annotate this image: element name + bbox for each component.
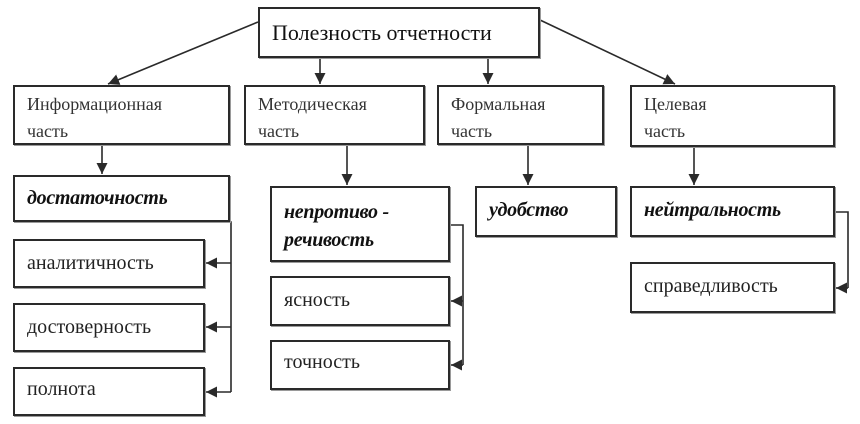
item-reliability: достоверность [13, 303, 205, 352]
item-label: точность [284, 351, 360, 373]
item-label: достаточность [27, 187, 168, 209]
category-label: Информационная часть [27, 94, 163, 141]
category-informational: Информационная часть [13, 85, 230, 145]
item-convenience: удобство [475, 186, 617, 237]
target-bracket-line [835, 211, 849, 288]
category-label: Методическая часть [258, 94, 367, 141]
item-label: ясность [284, 289, 351, 311]
item-label: полнота [27, 378, 96, 400]
item-label: удобство [489, 199, 569, 221]
method-bracket-line [450, 224, 464, 365]
category-formal: Формальная часть [437, 85, 604, 145]
item-sufficiency: достаточность [13, 175, 230, 222]
category-target: Целевая часть [630, 85, 835, 147]
arrow-root-to-info [107, 21, 259, 85]
item-label: непротиво - речивость [284, 201, 389, 251]
arrow-root-to-target [539, 19, 676, 85]
item-label: справедливость [644, 275, 778, 297]
item-consistency: непротиво - речивость [270, 186, 450, 262]
info-bracket-line [230, 221, 232, 392]
item-completeness: полнота [13, 367, 205, 416]
root-node: Полезность отчетности [258, 7, 540, 58]
item-analyticity: аналитичность [13, 239, 205, 288]
item-accuracy: точность [270, 340, 450, 390]
item-label: нейтральность [644, 199, 781, 221]
item-fairness: справедливость [630, 262, 835, 313]
category-label: Формальная часть [451, 94, 546, 141]
item-clarity: ясность [270, 276, 450, 326]
item-label: достоверность [27, 316, 152, 338]
category-label: Целевая часть [644, 94, 707, 141]
category-methodical: Методическая часть [244, 85, 425, 145]
item-neutrality: нейтральность [630, 186, 835, 237]
item-label: аналитичность [27, 252, 154, 274]
root-label: Полезность отчетности [272, 20, 492, 45]
